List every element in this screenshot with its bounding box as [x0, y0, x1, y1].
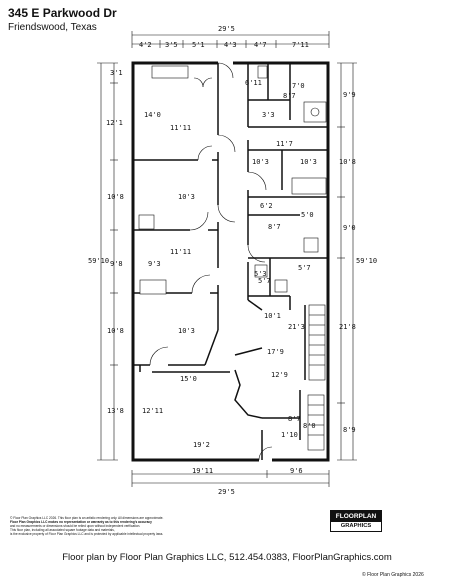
logo-top-text: FLOORPLAN	[331, 511, 381, 522]
dim-top-seg-2: 3'5	[165, 41, 178, 49]
r3-depth: 9'3	[148, 260, 161, 268]
dim-left-seg-2: 12'1	[106, 119, 123, 127]
dim-right-seg-2: 10'8	[339, 158, 356, 166]
dim-left-seg-4: 9'8	[110, 260, 123, 268]
legal-line-1: © Floor Plan Graphics LLC 2026. This flo…	[10, 516, 164, 520]
dimension-labels: 29'5 4'2 3'5 5'1 4'3 4'7 7'11 59'10 3'1 …	[88, 25, 377, 496]
corridor-3: 17'9	[267, 348, 284, 356]
interior-walls	[133, 63, 328, 460]
bath2-width: 8'7	[268, 223, 281, 231]
dim-left-seg-5: 10'8	[107, 327, 124, 335]
bath1-width: 6'11	[245, 79, 262, 87]
room-labels: 14'0 11'11 10'3 11'11 9'3 10'3 15'0 12'1…	[142, 79, 317, 449]
dim-right-seg-4: 21'8	[339, 323, 356, 331]
r7-depth: 8'0	[303, 422, 316, 430]
office-b-width: 10'3	[300, 158, 317, 166]
footer-credit: Floor plan by Floor Plan Graphics LLC, 5…	[62, 552, 392, 563]
r1-width: 11'11	[170, 124, 191, 132]
dim-right-seg-1: 9'9	[343, 91, 356, 99]
r8-depth: 1'10	[281, 431, 298, 439]
dim-top-seg-5: 4'7	[254, 41, 267, 49]
counter	[291, 177, 327, 195]
dim-left-seg-1: 3'1	[110, 69, 123, 77]
footer-copyright: © Floor Plan Graphics 2026	[362, 572, 424, 578]
legal-notice: © Floor Plan Graphics LLC 2026. This flo…	[10, 516, 310, 536]
window-bay	[151, 65, 189, 79]
bath1-depth: 3'3	[262, 111, 275, 119]
hall-2: 8'7	[283, 92, 296, 100]
toilet-2	[254, 264, 268, 278]
desk	[138, 214, 155, 230]
dim-top-seg-1: 4'2	[139, 41, 152, 49]
office-a-width: 10'3	[252, 158, 269, 166]
legal-line-5: is the exclusive property of Floor Plan …	[10, 532, 164, 537]
hall-1: 7'0	[292, 82, 305, 90]
small-2: 5'7	[258, 277, 271, 285]
sink-2	[303, 237, 319, 253]
dim-top-seg-6: 7'11	[292, 41, 309, 49]
sink-1	[310, 107, 320, 117]
dim-bottom-seg-2: 9'6	[290, 467, 303, 475]
bath2-depth: 5'7	[298, 264, 311, 272]
closet-width: 6'2	[260, 202, 273, 210]
logo-bottom-text: GRAPHICS	[340, 523, 372, 529]
r5-width: 15'0	[180, 375, 197, 383]
r5-depth: 12'11	[142, 407, 163, 415]
dim-bottom-seg-1: 19'11	[192, 467, 213, 475]
legal-line-3: and no measurements or dimensions should…	[10, 524, 141, 529]
door-swings	[149, 62, 273, 461]
toilet-1	[257, 65, 268, 79]
small-1: 5'3	[254, 270, 267, 278]
property-city: Friendswood, Texas	[8, 22, 97, 33]
copier	[139, 279, 167, 295]
dim-right-outer: 59'10	[356, 257, 377, 265]
dim-top-seg-4: 4'3	[224, 41, 237, 49]
dim-top-seg-3: 5'1	[192, 41, 205, 49]
closet-depth: 5'0	[301, 211, 314, 219]
r7-width: 8'7	[288, 415, 301, 423]
corridor-2: 21'3	[288, 323, 305, 331]
dim-left-outer: 59'10	[88, 257, 109, 265]
r1-depth: 14'0	[144, 111, 161, 119]
sink-3	[274, 279, 288, 293]
dim-right-seg-3: 9'0	[343, 224, 356, 232]
dim-left-seg-6: 13'8	[107, 407, 124, 415]
r4-width: 10'3	[178, 327, 195, 335]
dimension-lines	[97, 31, 357, 487]
dim-left-seg-3: 10'8	[107, 193, 124, 201]
exterior-walls	[131, 61, 330, 462]
floorplan-graphics-logo: FLOORPLAN GRAPHICS	[330, 510, 382, 532]
corridor-4: 12'9	[271, 371, 288, 379]
legal-line-4: This floor plan, including all associate…	[10, 528, 115, 533]
stairs	[307, 304, 326, 451]
r2-width: 10'3	[178, 193, 195, 201]
corridor-1: 10'1	[264, 312, 281, 320]
office-depth: 11'7	[276, 140, 293, 148]
r3-width: 11'11	[170, 248, 191, 256]
fixtures	[138, 65, 327, 295]
legal-line-2: Floor Plan Graphics LLC makes no represe…	[10, 520, 152, 525]
dim-bottom-overall: 29'5	[218, 488, 235, 496]
dim-top-overall: 29'5	[218, 25, 235, 33]
property-address: 345 E Parkwood Dr	[8, 6, 117, 20]
r6-width: 19'2	[193, 441, 210, 449]
dim-right-seg-5: 8'9	[343, 426, 356, 434]
